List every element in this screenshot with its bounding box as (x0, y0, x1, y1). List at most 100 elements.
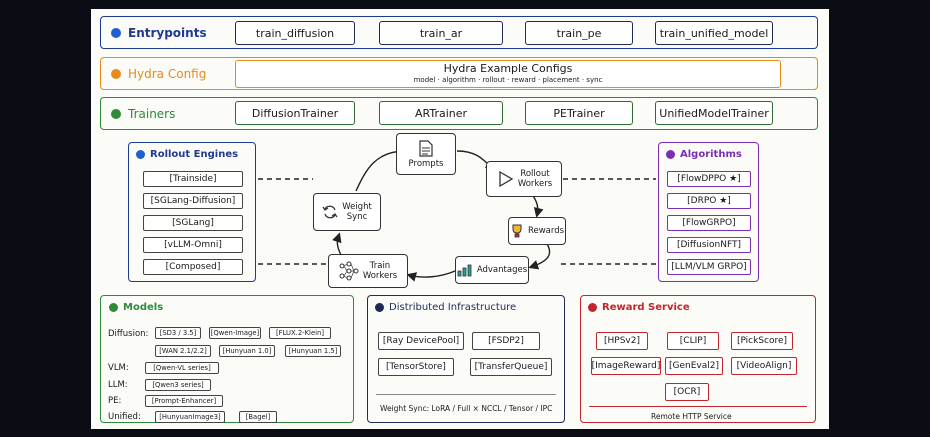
distributed-divider (376, 394, 556, 395)
node-prompts: Prompts (396, 133, 456, 175)
hydra-dot (111, 68, 121, 79)
node-rewards: Rewards (508, 217, 566, 245)
distributed-title: Distributed Infrastructure (375, 302, 516, 313)
model-hunyuan-1-5: [Hunyuan 1.5] (285, 345, 341, 357)
model-qwen-vl: [Qwen-VL series] (145, 362, 219, 374)
node-train-workers: Train Workers (328, 254, 408, 288)
distributed-footer: Weight Sync: LoRA / Full × NCCL / Tensor… (380, 404, 553, 413)
trainer-diffusion: DiffusionTrainer (235, 101, 355, 125)
rollout-engines-label: Rollout Engines (150, 149, 239, 160)
distributed-dot (375, 303, 384, 312)
hydra-title: Hydra Config (111, 67, 206, 81)
engine-vllm-omni: [vLLM-Omni] (143, 237, 243, 253)
trainer-unified-model: UnifiedModelTrainer (655, 101, 773, 125)
play-icon (496, 170, 514, 188)
algo-flowdppo: [FlowDPPO ★] (667, 171, 751, 187)
model-qwen-image: [Qwen-Image] (209, 327, 261, 339)
node-weight-sync: Weight Sync (313, 193, 381, 231)
sync-icon (322, 204, 338, 220)
hydra-label: Hydra Config (128, 66, 207, 81)
engine-sglang: [SGLang] (143, 215, 243, 231)
node-rollout-workers-line1: Rollout (520, 169, 550, 179)
reward-service-title: Reward Service (588, 302, 690, 313)
hydra-configs-subtitle: model · algorithm · rollout · reward · p… (413, 76, 603, 84)
model-hunyuanimage3: [HunyuanImage3] (155, 411, 225, 423)
reward-geneval2: [GenEval2] (665, 357, 723, 375)
trainer-ar: ARTrainer (379, 101, 503, 125)
trainers-label: Trainers (128, 106, 176, 121)
arrow-advantages-to-train (406, 270, 456, 282)
models-pe-label: PE: (108, 396, 122, 406)
reward-service-panel: Reward Service [HPSv2] [CLIP] [PickScore… (580, 295, 816, 423)
entrypoint-train-unified-model: train_unified_model (655, 21, 773, 45)
trainers-dot (111, 108, 121, 119)
algo-flowgrpo: [FlowGRPO] (667, 215, 751, 231)
reward-videoalign: [VideoAlign] (731, 357, 797, 375)
model-flux2-klein: [FLUX.2-Klein] (269, 327, 331, 339)
model-prompt-enhancer: [Prompt-Enhancer] (145, 395, 223, 407)
models-unified-label: Unified: (108, 412, 141, 422)
model-qwen3: [Qwen3 series] (145, 379, 211, 391)
algorithms-dot (666, 150, 675, 159)
models-label: Models (123, 302, 164, 313)
trainers-title: Trainers (111, 107, 175, 121)
trophy-icon (510, 224, 524, 238)
algo-drpo: [DRPO ★] (667, 193, 751, 209)
model-bagel: [Bagel] (239, 411, 277, 423)
model-hunyuan-1-0: [Hunyuan 1.0] (219, 345, 275, 357)
entrypoints-band: Entrypoints (100, 16, 818, 49)
node-train-workers-text: Train Workers (363, 261, 397, 281)
rollout-engines-dot (136, 150, 145, 159)
reward-service-dot (588, 303, 597, 312)
model-wan: [WAN 2.1/2.2] (155, 345, 211, 357)
rollout-engines-title: Rollout Engines (136, 149, 238, 160)
models-llm-label: LLM: (108, 380, 128, 390)
node-train-workers-line2: Workers (362, 271, 398, 281)
node-weight-sync-text: Weight Sync (342, 202, 372, 222)
algorithms-title: Algorithms (666, 149, 742, 160)
engine-sglang-diffusion: [SGLang-Diffusion] (143, 193, 243, 209)
reward-imagereward: [ImageReward] (591, 357, 661, 375)
algorithms-panel: Algorithms [FlowDPPO ★] [DRPO ★] [FlowGR… (658, 142, 759, 282)
algo-diffusionnft: [DiffusionNFT] (667, 237, 751, 253)
arrow-rewards-to-advantages (528, 243, 551, 270)
infra-tensorstore: [TensorStore] (378, 358, 454, 376)
architecture-diagram: Entrypoints train_diffusion train_ar tra… (91, 9, 829, 429)
models-panel: Models Diffusion: [SD3 / 3.5] [Qwen-Imag… (100, 295, 354, 423)
infra-fsdp2: [FSDP2] (472, 332, 540, 350)
reward-clip: [CLIP] (667, 332, 719, 350)
reward-service-label: Reward Service (602, 302, 690, 313)
reward-service-divider (589, 406, 807, 407)
entrypoints-label: Entrypoints (128, 25, 207, 40)
document-icon (419, 139, 433, 157)
engine-composed: [Composed] (143, 259, 243, 275)
entrypoints-title: Entrypoints (111, 26, 207, 40)
model-sd3: [SD3 / 3.5] (155, 327, 201, 339)
models-title: Models (109, 302, 163, 313)
node-prompts-label: Prompts (408, 158, 444, 169)
hydra-band: Hydra Config (100, 57, 818, 90)
hydra-configs-box: Hydra Example Configs model · algorithm … (235, 60, 781, 88)
distributed-label: Distributed Infrastructure (389, 302, 517, 313)
reward-service-footer: Remote HTTP Service (651, 412, 732, 421)
infra-transferqueue: [TransferQueue] (470, 358, 552, 376)
trainers-band: Trainers (100, 97, 818, 130)
node-advantages: Advantages (455, 256, 529, 284)
node-rewards-label: Rewards (527, 226, 565, 236)
reward-pickscore: [PickScore] (731, 332, 793, 350)
node-rollout-workers: Rollout Workers (486, 161, 562, 197)
node-train-workers-line1: Train (369, 261, 391, 271)
engine-trainside: [Trainside] (143, 171, 243, 187)
entrypoints-dot (111, 27, 121, 38)
models-vlm-label: VLM: (108, 363, 129, 373)
algo-llm-vlm-grpo: [LLM/VLM GRPO] (667, 259, 751, 275)
reward-ocr: [OCR] (665, 383, 709, 401)
entrypoint-train-ar: train_ar (379, 21, 503, 45)
network-icon (339, 261, 359, 281)
node-rollout-workers-text: Rollout Workers (518, 169, 552, 189)
node-weight-sync-line1: Weight (342, 202, 372, 212)
entrypoint-train-pe: train_pe (525, 21, 633, 45)
node-weight-sync-line2: Sync (346, 212, 368, 222)
bar-chart-icon (457, 263, 473, 277)
models-diffusion-label: Diffusion: (108, 329, 149, 339)
